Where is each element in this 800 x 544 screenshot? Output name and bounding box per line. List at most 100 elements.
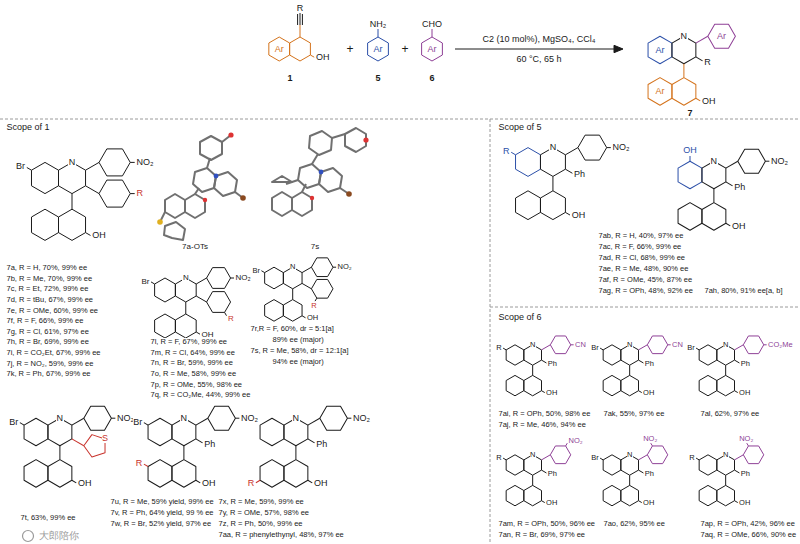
caption: 7aa, R = phenylethynyl, 48%, 97% ee (218, 531, 344, 539)
compound-number: 1 (287, 74, 293, 83)
caption: 7an, R = Br, 69%, 97% ee (498, 531, 586, 539)
structure-part (607, 147, 611, 148)
caption: 7ac, R = F, 66%, 99% ee (598, 243, 682, 251)
atom-label: NO₂ (353, 414, 371, 423)
crystal-structure-7s (272, 128, 369, 216)
atom-label: NO₂ (771, 157, 789, 166)
atom-label: CN (575, 341, 587, 349)
structure-part (726, 149, 766, 173)
caption: 7f, R = F, 66%, 99% ee (6, 317, 84, 325)
structure-part (506, 475, 545, 506)
atom-label: N (530, 341, 536, 349)
atom-label: R (496, 344, 502, 352)
atom-label: Ph (547, 470, 557, 478)
atom-label: CN (672, 341, 684, 349)
caption: 7i, R = CO₂Et, 67%, 99% ee (6, 349, 101, 357)
atom-label: NO₂ (612, 143, 630, 152)
atom-label: NO₂ (337, 263, 352, 271)
atom-label: OH (571, 211, 586, 220)
compound-number: 7 (687, 109, 693, 118)
atom-label: OH (546, 389, 558, 397)
structure-part (347, 418, 351, 419)
structure-part (603, 365, 642, 396)
structure-part (27, 167, 32, 170)
structure-part (308, 406, 348, 430)
atom-label: OH (739, 499, 751, 507)
divider (490, 307, 800, 308)
caption: 7v, R = Ph, 64% yield, 99 % ee (110, 509, 214, 517)
atom-label: Ph (574, 170, 586, 179)
atom-label: N (182, 274, 189, 282)
caption: 7w, R = Br, 52% yield, 97% ee (110, 520, 212, 528)
structure-part (603, 345, 621, 365)
structure-part (308, 439, 315, 443)
atom-label: Br (591, 454, 600, 462)
atom-label: OH (306, 314, 318, 322)
structure-part (59, 162, 86, 193)
structure-part (506, 365, 545, 396)
atom-label: OH (683, 146, 698, 155)
structure-part (196, 268, 230, 289)
caption: 7m, R = Cl, 64%, 99% ee (150, 349, 235, 357)
ring-label: Ar (274, 45, 284, 54)
structure-part (516, 148, 541, 177)
atom-label: Br (9, 418, 19, 427)
caption: 7l, R = F, 67%, 99% ee (150, 338, 228, 346)
atom-label: Ar (655, 46, 665, 55)
atom-label: N (680, 32, 688, 41)
atom-label: Ph (644, 360, 654, 368)
caption: 7q, R = CO₂Me, 44%, 99% ee (150, 391, 251, 399)
structure-part (565, 169, 572, 173)
naphthol-reactant (269, 25, 314, 61)
caption: 89% ee (major) (272, 336, 324, 344)
structure-part (603, 455, 621, 475)
section-dividers (0, 119, 800, 544)
structure-part (144, 464, 148, 466)
atom-label: N (290, 263, 296, 271)
structure-part (31, 162, 58, 193)
structure-part (678, 161, 702, 189)
caption: 7b, R = Me, 70%, 99% ee (6, 275, 93, 283)
structure-part (699, 455, 717, 475)
structure-part (130, 162, 134, 163)
atom-label: N (723, 451, 729, 459)
structure-part (31, 194, 90, 241)
structure-part (603, 475, 642, 506)
structure-part (542, 470, 547, 473)
substituent-label: R (296, 4, 304, 13)
atom-label: N (710, 157, 718, 166)
atom-label: N (723, 341, 729, 349)
atom-label: R (689, 454, 695, 462)
structure-part (696, 348, 699, 350)
atom-label: OH (77, 479, 92, 488)
caption: 7u, R = Me, 59% yield, 99% ee (110, 498, 214, 506)
structure-part (765, 161, 769, 162)
atom-label: R (228, 315, 235, 323)
amine-reactant (368, 29, 389, 61)
structure-part (565, 135, 606, 160)
alkyne (298, 13, 303, 25)
atom-label: NO₂ (643, 435, 658, 443)
structure-part (24, 446, 76, 487)
structure-part (196, 439, 203, 443)
atom-label: Br (591, 344, 600, 352)
structure-part (696, 24, 736, 48)
atom-label: N (56, 414, 64, 423)
caption: 7ak, 55%, 97% ee (603, 410, 665, 418)
caption: 7al, 62%, 97% ee (700, 410, 760, 418)
structure-part (678, 189, 730, 230)
caption: 7o, R = Me, 58%, 99% ee (150, 370, 237, 378)
structure-part (256, 480, 260, 482)
structure-part (696, 458, 699, 460)
structure-part (155, 302, 200, 338)
caption: 7aj, R = Me, 46%, 94% ee (498, 421, 586, 429)
structure-part (726, 182, 733, 186)
atom-label: OH (731, 222, 746, 231)
atom-label: Br (141, 278, 150, 286)
watermark: 大郎陪你 (38, 531, 79, 541)
structure-part (235, 418, 239, 419)
ring-label: Ar (427, 45, 437, 54)
atom-label: OH (313, 479, 328, 488)
structure-part (571, 344, 574, 345)
atom-label: OH (739, 389, 751, 397)
